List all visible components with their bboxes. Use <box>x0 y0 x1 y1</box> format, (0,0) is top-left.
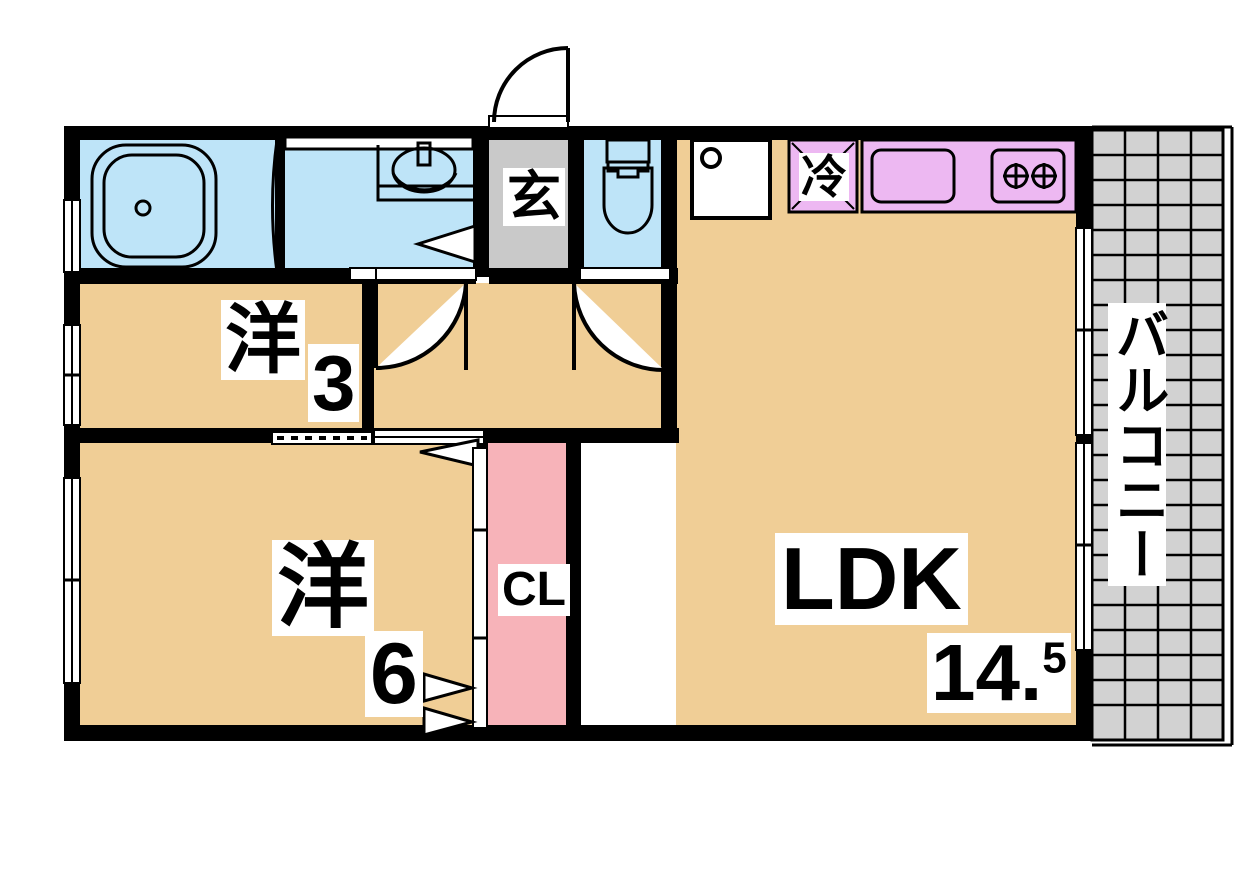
vanity-sink <box>376 141 474 202</box>
balcony-sliding-door-lower <box>1075 442 1093 651</box>
toilet-bowl <box>602 138 654 235</box>
windows-left[interactable] <box>63 199 81 684</box>
wall-top-left <box>64 126 684 140</box>
wall-entrance-toilet <box>568 137 584 277</box>
stove-burner-left-icon <box>1003 163 1029 189</box>
wall-bath-washroom <box>275 137 285 277</box>
washer-drain-icon <box>700 147 722 169</box>
wall-below-hall <box>484 428 679 443</box>
kitchen-stove <box>990 148 1066 204</box>
stove-burner-right-icon <box>1031 163 1057 189</box>
closet-arrow-upper <box>422 672 478 703</box>
balcony-sliding-doors[interactable] <box>1075 227 1093 651</box>
balcony-sliding-door-upper <box>1075 227 1093 436</box>
room-closet-fill <box>486 443 566 737</box>
yo6-window <box>63 477 81 684</box>
closet-arrow-lower <box>422 706 478 737</box>
room-yo6-fill <box>80 443 480 737</box>
wall-below-wet-rooms <box>64 268 286 284</box>
bath-window <box>63 199 81 273</box>
wall-yo3-hall <box>362 284 374 436</box>
room-yo3-fill <box>80 283 370 435</box>
wall-below-entrance <box>489 268 569 284</box>
kitchen-sink <box>870 148 956 204</box>
wall-top-right <box>676 126 1092 140</box>
room-bath-fill <box>80 137 277 275</box>
yo6-entry-door[interactable] <box>271 429 485 468</box>
entrance-door[interactable] <box>488 46 570 129</box>
room-entrance-fill <box>489 137 568 277</box>
closet-doors[interactable] <box>422 447 488 737</box>
yo3-door[interactable] <box>374 267 477 371</box>
room-toilet-fill <box>582 137 669 275</box>
vanity-faucet-icon <box>416 141 432 167</box>
bath-drain-icon <box>134 199 152 217</box>
ldk-door[interactable] <box>572 267 671 372</box>
yo3-window <box>63 324 81 426</box>
bath-shower-curve <box>271 139 279 273</box>
bathtub <box>90 143 218 269</box>
balcony-area <box>1090 125 1234 747</box>
wall-closet-ldk <box>566 436 581 736</box>
wall-washroom-entrance <box>473 137 489 277</box>
